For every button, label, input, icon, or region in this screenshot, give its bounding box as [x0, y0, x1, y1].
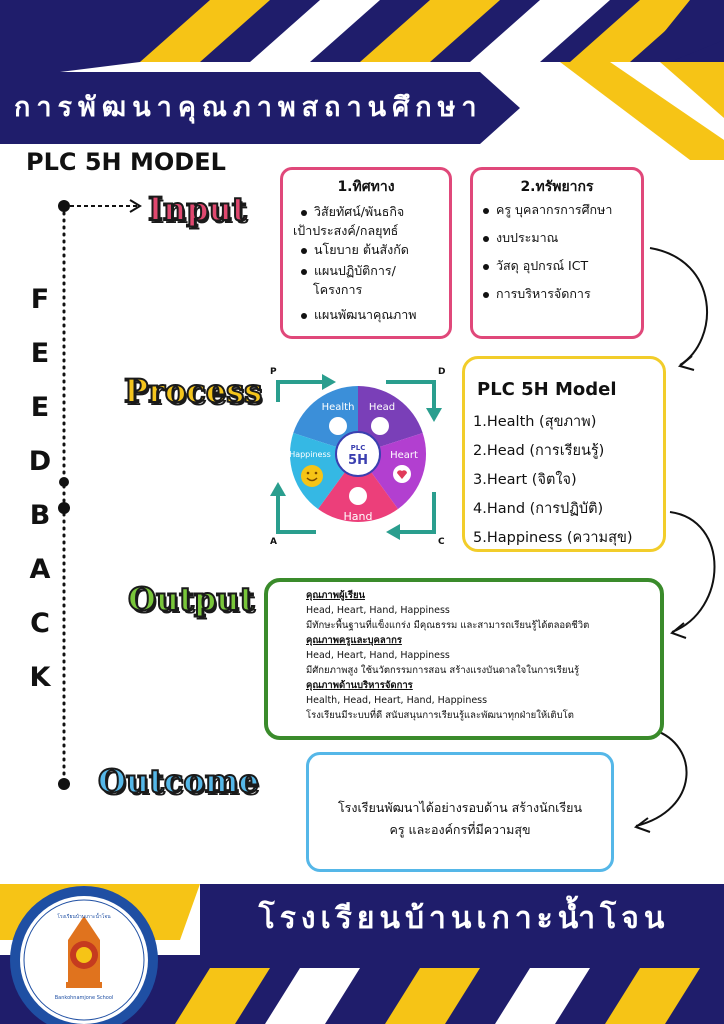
health-icon: [329, 417, 347, 435]
segment-health: [293, 386, 358, 454]
svg-text:โรงเรียนบ้านเกาะน้ำโจน: โรงเรียนบ้านเกาะน้ำโจน: [57, 911, 111, 920]
list-item: 4.Hand (การปฏิบัติ): [473, 501, 604, 517]
list-item: แผนพัฒนาคุณภาพ: [293, 307, 445, 323]
feedback-letter: A: [29, 554, 51, 585]
happiness-icon: [301, 465, 323, 487]
title-banner: [0, 72, 520, 144]
resources-box: 2.ทรัพยากร ครู บุคลากรการศึกษา งบประมาณ …: [470, 167, 644, 339]
list-item: 5.Happiness (ความสุข): [473, 530, 633, 546]
plc-cycle-diagram: P D C A PLC 5H Health Head Heart Hand Ha…: [270, 367, 445, 546]
outcome-line: ครู และองค์กรที่มีความสุข: [389, 822, 531, 837]
feedback-letter: B: [29, 500, 51, 531]
arrow-output-to-outcome: [635, 729, 688, 827]
list-item: 1.Health (สุขภาพ): [473, 414, 597, 430]
feedback-letter: C: [30, 608, 50, 639]
list-item: เป้าประสงค์/กลยุทธ์: [293, 223, 399, 238]
list-item: วัสดุ อุปกรณ์ ICT: [483, 258, 637, 274]
output-section-title: คุณภาพครูและบุคลากร: [306, 635, 402, 646]
direction-heading: 1.ทิศทาง: [337, 179, 395, 195]
segment-label: Hand: [344, 510, 373, 523]
feedback-letter: E: [30, 392, 50, 423]
output-section-line: มีทักษะพื้นฐานที่แข็งแกร่ง มีคุณธรรม และ…: [306, 620, 590, 631]
list-item: แผนปฏิบัติการ/: [293, 263, 445, 279]
segment-label: Happiness: [289, 450, 331, 459]
list-item: วิสัยทัศน์/พันธกิจ: [293, 204, 445, 220]
output-section-title: คุณภาพผู้เรียน: [306, 590, 366, 601]
svg-text:Bankohnamjone School: Bankohnamjone School: [55, 995, 114, 1001]
corner-p: P: [270, 367, 277, 377]
footer-banner: [200, 884, 724, 955]
output-section-line: มีศักยภาพสูง ใช้นวัตกรรมการสอน สร้างแรงบ…: [306, 665, 580, 676]
hand-icon: [349, 487, 367, 505]
list-item: การบริหารจัดการ: [483, 286, 637, 302]
feedback-letter: K: [29, 662, 51, 693]
stage-output-label: Output: [127, 579, 255, 619]
svg-text:5H: 5H: [348, 453, 368, 468]
segment-label: Head: [369, 402, 395, 413]
output-section-line: โรงเรียนมีระบบที่ดี สนับสนุนการเรียนรู้แ…: [306, 710, 574, 721]
top-stripe: [140, 0, 270, 62]
svg-text:PLC: PLC: [351, 444, 366, 452]
outcome-box: โรงเรียนพัฒนาได้อย่างรอบด้าน สร้างนักเรี…: [306, 752, 614, 872]
corner-c: C: [438, 537, 445, 546]
school-logo: โรงเรียนบ้านเกาะน้ำโจน Bankohnamjone Sch…: [10, 886, 158, 1024]
arrow-model-to-output: [669, 511, 716, 633]
corner-d: D: [438, 367, 445, 377]
list-item: ครู บุคลากรการศึกษา: [483, 202, 637, 218]
list-item: นโยบาย ต้นสังกัด: [293, 242, 445, 258]
page-title: การพัฒนาคุณภาพสถานศึกษา: [14, 92, 483, 123]
stage-input-label: Input: [147, 189, 248, 229]
output-box: คุณภาพผู้เรียน Head, Heart, Hand, Happin…: [264, 578, 664, 740]
list-item: งบประมาณ: [483, 230, 637, 246]
list-item: 2.Head (การเรียนรู้): [473, 443, 605, 459]
output-section-line: Head, Heart, Hand, Happiness: [306, 605, 450, 616]
direction-box: 1.ทิศทาง วิสัยทัศน์/พันธกิจ เป้าประสงค์/…: [280, 167, 452, 339]
stage-outcome-label: Outcome: [97, 761, 260, 801]
segment-label: Heart: [390, 450, 418, 461]
list-item: 3.Heart (จิตใจ): [473, 472, 577, 488]
output-section-line: Health, Head, Heart, Hand, Happiness: [306, 695, 488, 706]
feedback-letter: D: [28, 446, 52, 477]
output-section-title: คุณภาพด้านบริหารจัดการ: [306, 680, 413, 691]
model-title: PLC 5H MODEL: [26, 148, 226, 176]
output-section-line: Head, Heart, Hand, Happiness: [306, 650, 450, 661]
segment-label: Health: [322, 402, 355, 413]
center-badge: [335, 431, 381, 477]
arrow-resources-to-model: [649, 247, 708, 366]
corner-a: A: [270, 537, 277, 546]
model-heading: PLC 5H Model: [477, 379, 617, 400]
feedback-letter: F: [30, 284, 50, 315]
list-item: โครงการ: [313, 282, 363, 297]
stage-process-label: Process: [123, 371, 263, 411]
outcome-line: โรงเรียนพัฒนาได้อย่างรอบด้าน สร้างนักเรี…: [337, 800, 583, 815]
segment-head: [358, 386, 423, 454]
school-name: โรงเรียนบ้านเกาะน้ำโจน: [258, 901, 670, 936]
model-box: PLC 5H Model 1.Health (สุขภาพ) 2.Head (ก…: [462, 356, 666, 552]
head-icon: [371, 417, 389, 435]
resources-heading: 2.ทรัพยากร: [520, 179, 594, 195]
feedback-letter: E: [30, 338, 50, 369]
